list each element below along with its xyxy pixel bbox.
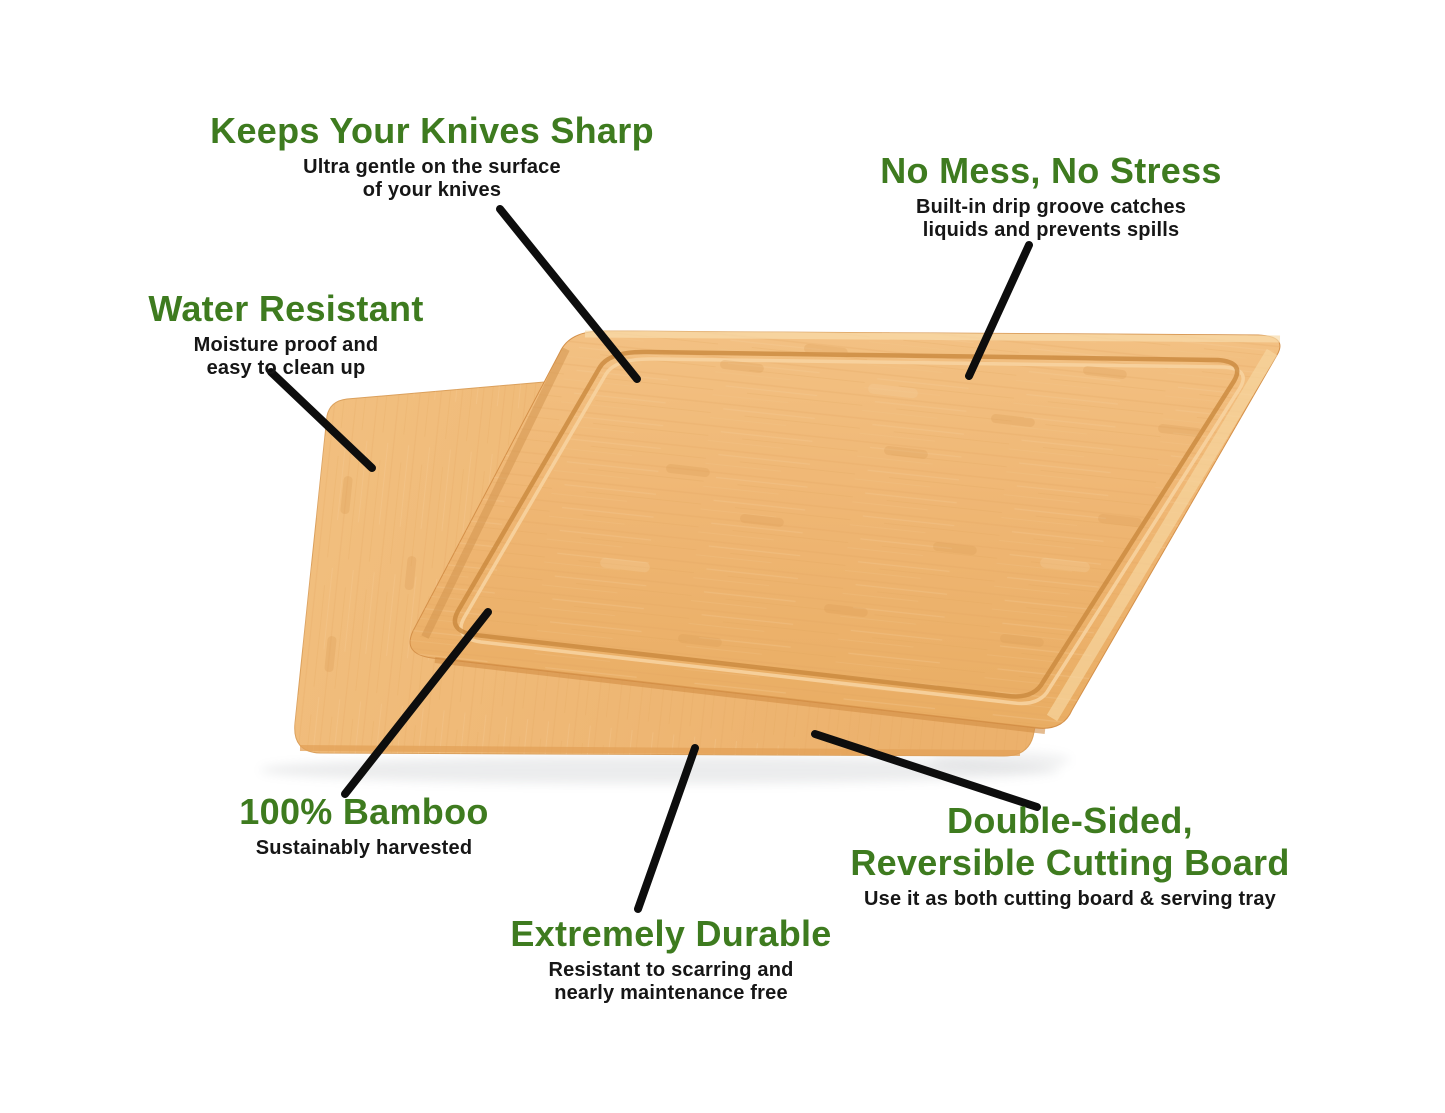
leader-line-knives (496, 205, 641, 383)
callout-subtitle-line: Built-in drip groove catches (915, 196, 1187, 218)
callout-no-mess-no-stress: No Mess, No Stress Built-in drip groove … (880, 150, 1222, 242)
callout-title: 100% Bamboo (239, 791, 489, 832)
callout-title: Keeps Your Knives Sharp (210, 110, 654, 151)
callout-title: No Mess, No Stress (880, 150, 1222, 191)
callout-subtitle-line: Sustainably harvested (255, 837, 473, 859)
callout-subtitle-line: nearly maintenance free (554, 982, 788, 1004)
drip-groove (452, 349, 1245, 706)
callout-double-sided-reversible: Double-Sided, Reversible Cutting Board U… (850, 800, 1289, 911)
callout-keeps-knives-sharp: Keeps Your Knives Sharp Ultra gentle on … (210, 110, 654, 202)
callout-subtitle-line: Ultra gentle on the surface (303, 156, 561, 178)
callout-subtitle-line: Moisture proof and (193, 334, 379, 356)
callout-subtitle-line: liquids and prevents spills (922, 219, 1180, 241)
callout-water-resistant: Water Resistant Moisture proof and easy … (148, 288, 423, 380)
callout-title: Water Resistant (148, 288, 424, 329)
callout-title-line: Double-Sided, (947, 800, 1193, 841)
callout-title-line: Reversible Cutting Board (850, 842, 1290, 883)
leader-line-bamboo (341, 608, 492, 798)
callout-subtitle-line: Use it as both cutting board & serving t… (864, 888, 1276, 910)
leader-line-no-mess (965, 241, 1033, 380)
callout-subtitle-line: of your knives (362, 179, 502, 201)
leader-line-durable (634, 744, 699, 913)
callout-extremely-durable: Extremely Durable Resistant to scarring … (510, 913, 831, 1005)
callout-subtitle-line: easy to clean up (206, 357, 366, 379)
callout-subtitle-line: Resistant to scarring and (548, 959, 794, 981)
top-cutting-board (409, 330, 1281, 734)
callout-100-percent-bamboo: 100% Bamboo Sustainably harvested (239, 791, 488, 860)
callout-title: Extremely Durable (510, 913, 832, 954)
leader-line-water (267, 368, 376, 472)
leader-line-double-sided (811, 730, 1041, 811)
